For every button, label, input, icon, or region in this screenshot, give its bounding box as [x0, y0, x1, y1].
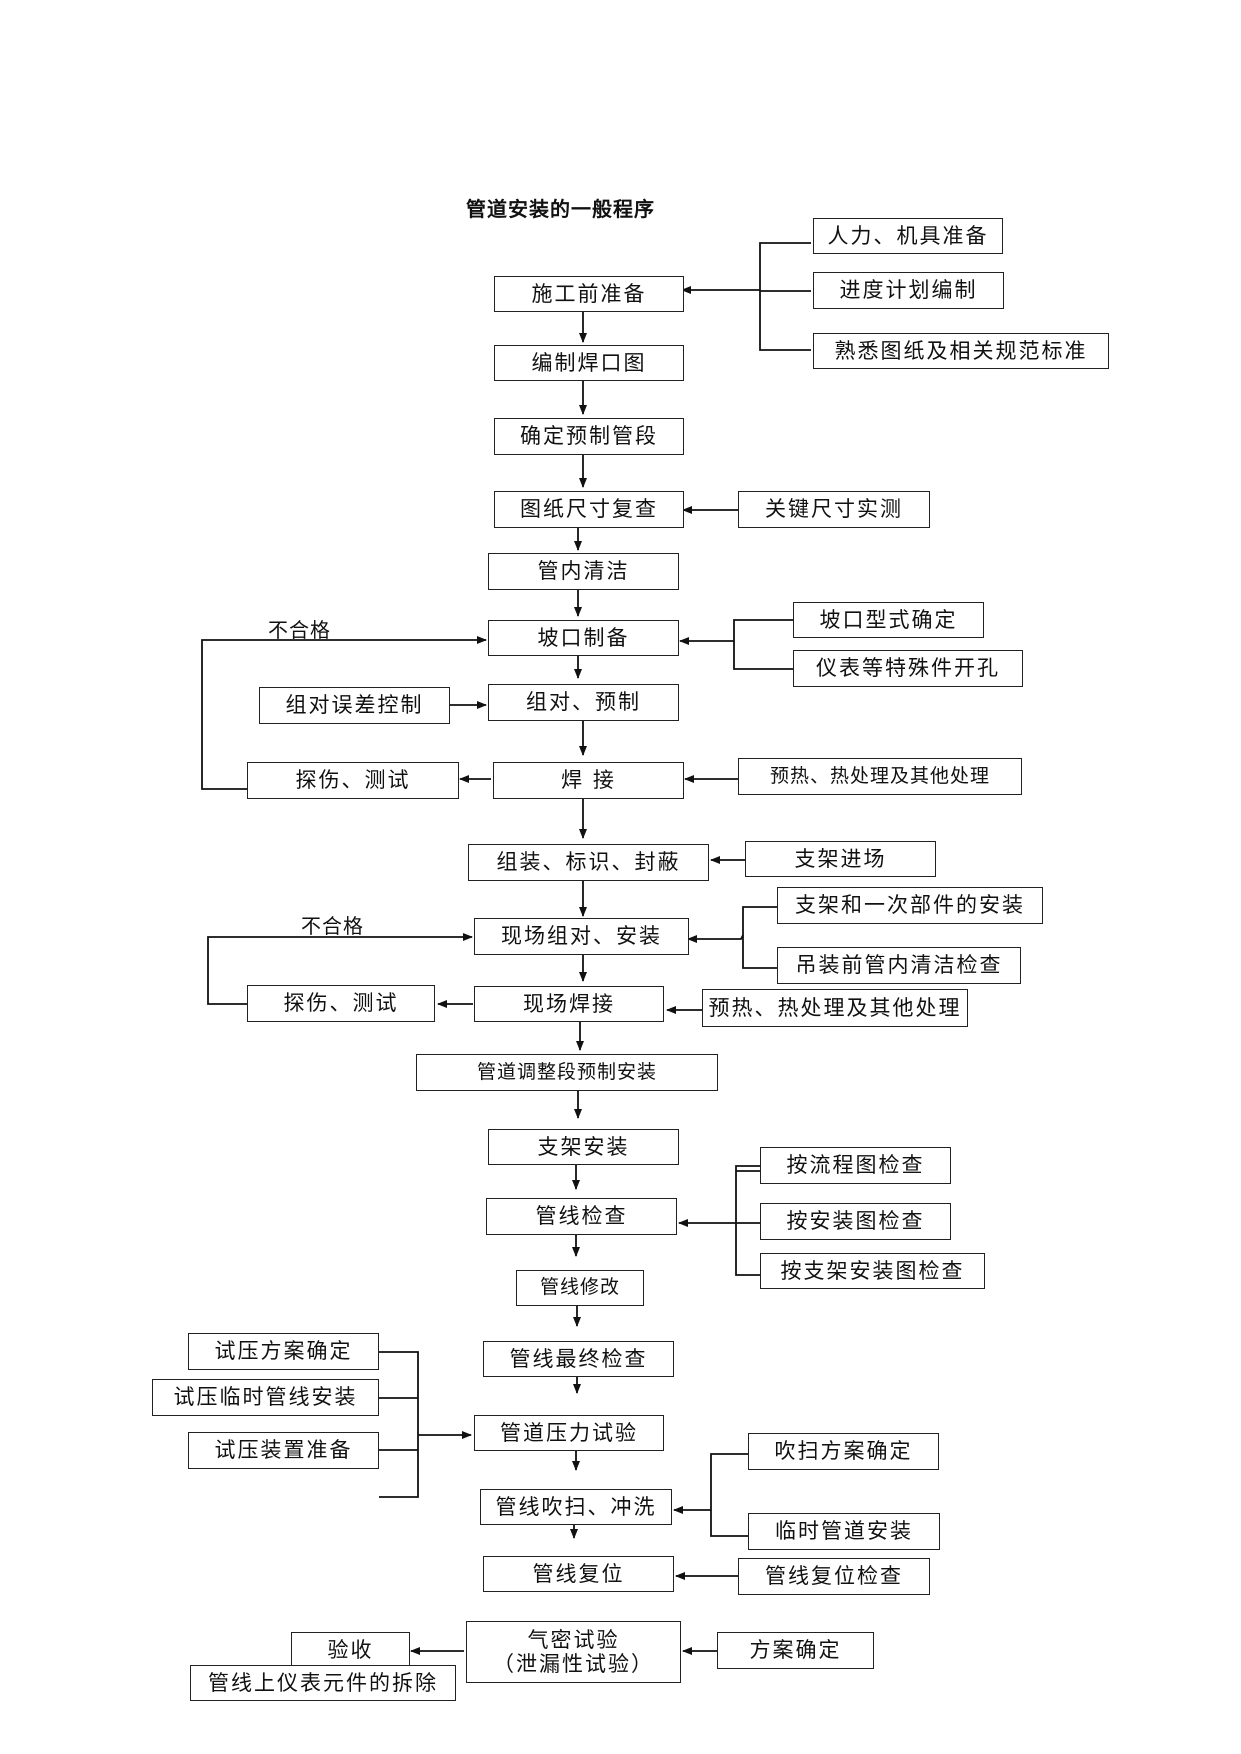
- input-key-dimension: 关键尺寸实测: [738, 491, 930, 528]
- step-internal-clean: 管内清洁: [488, 553, 679, 590]
- step-fitup-prefab: 组对、预制: [488, 684, 679, 721]
- bracket-prep: [759, 242, 811, 351]
- step-pipeline-restore: 管线复位: [483, 1556, 674, 1592]
- loop-fail-2: [207, 933, 473, 1005]
- input-purge-plan: 吹扫方案确定: [748, 1433, 939, 1470]
- input-method-confirm: 方案确定: [717, 1632, 874, 1669]
- airtight-line-2: （泄漏性试验）: [493, 1652, 654, 1676]
- input-bevel-type: 坡口型式确定: [793, 602, 984, 638]
- input-pre-lift-clean: 吊装前管内清洁检查: [777, 947, 1021, 984]
- bracket-pressure: [379, 1351, 419, 1498]
- step-bevel-prep: 坡口制备: [488, 620, 679, 656]
- step-welding: 焊 接: [493, 762, 684, 799]
- input-schedule: 进度计划编制: [813, 272, 1004, 309]
- step-assembly-marking: 组装、标识、封蔽: [468, 844, 709, 881]
- bracket-bevel: [733, 619, 793, 670]
- input-support-arrival: 支架进场: [745, 841, 936, 877]
- input-check-flow-diagram: 按流程图检查: [760, 1147, 951, 1184]
- step-prefab-segments: 确定预制管段: [494, 418, 684, 455]
- bracket-check: [735, 1165, 760, 1276]
- step-pressure-test: 管道压力试验: [474, 1415, 664, 1451]
- input-test-equipment: 试压装置准备: [188, 1432, 379, 1469]
- step-field-fitup-install: 现场组对、安装: [474, 918, 689, 955]
- label-fail-2: 不合格: [301, 914, 364, 938]
- input-pressure-plan: 试压方案确定: [188, 1333, 379, 1370]
- bracket-purge: [710, 1453, 748, 1537]
- step-final-check: 管线最终检查: [483, 1341, 674, 1377]
- step-support-install: 支架安装: [488, 1129, 679, 1165]
- input-special-openings: 仪表等特殊件开孔: [793, 650, 1023, 687]
- step-drawing-review: 图纸尺寸复查: [494, 491, 684, 528]
- output-acceptance: 验收: [291, 1632, 410, 1668]
- input-temp-test-lines: 试压临时管线安装: [152, 1379, 379, 1416]
- input-check-support-drawing: 按支架安装图检查: [760, 1253, 985, 1289]
- step-adjust-segment: 管道调整段预制安装: [416, 1054, 718, 1091]
- label-fail-1: 不合格: [268, 618, 331, 642]
- output-instrument-removal: 管线上仪表元件的拆除: [190, 1665, 456, 1701]
- airtight-line-1: 气密试验: [527, 1627, 620, 1652]
- input-heat-treatment-1: 预热、热处理及其他处理: [738, 758, 1022, 795]
- page-title: 管道安装的一般程序: [466, 197, 655, 221]
- step-pipeline-check: 管线检查: [486, 1198, 677, 1235]
- input-heat-treatment-2: 预热、热处理及其他处理: [702, 989, 968, 1027]
- input-check-install-drawing: 按安装图检查: [760, 1203, 951, 1240]
- input-restore-check: 管线复位检查: [738, 1558, 930, 1595]
- input-manpower-equipment: 人力、机具准备: [813, 218, 1003, 254]
- step-pipeline-modify: 管线修改: [516, 1270, 644, 1306]
- input-ndt-test-1: 探伤、测试: [247, 762, 459, 799]
- step-purge-flush: 管线吹扫、冲洗: [480, 1489, 672, 1525]
- step-airtight-test: 气密试验 （泄漏性试验）: [466, 1621, 681, 1683]
- input-temp-piping: 临时管道安装: [748, 1513, 940, 1550]
- step-pre-construction-prep: 施工前准备: [494, 276, 684, 312]
- step-field-welding: 现场焊接: [474, 986, 664, 1022]
- loop-fail-1: [201, 636, 487, 790]
- input-drawings-standards: 熟悉图纸及相关规范标准: [813, 333, 1109, 369]
- input-fitup-error-control: 组对误差控制: [259, 687, 450, 724]
- input-ndt-test-2: 探伤、测试: [247, 985, 435, 1022]
- input-support-parts-install: 支架和一次部件的安装: [777, 887, 1043, 924]
- step-weld-map: 编制焊口图: [494, 345, 684, 381]
- bracket-install: [742, 906, 777, 969]
- arrow-install: [687, 934, 744, 943]
